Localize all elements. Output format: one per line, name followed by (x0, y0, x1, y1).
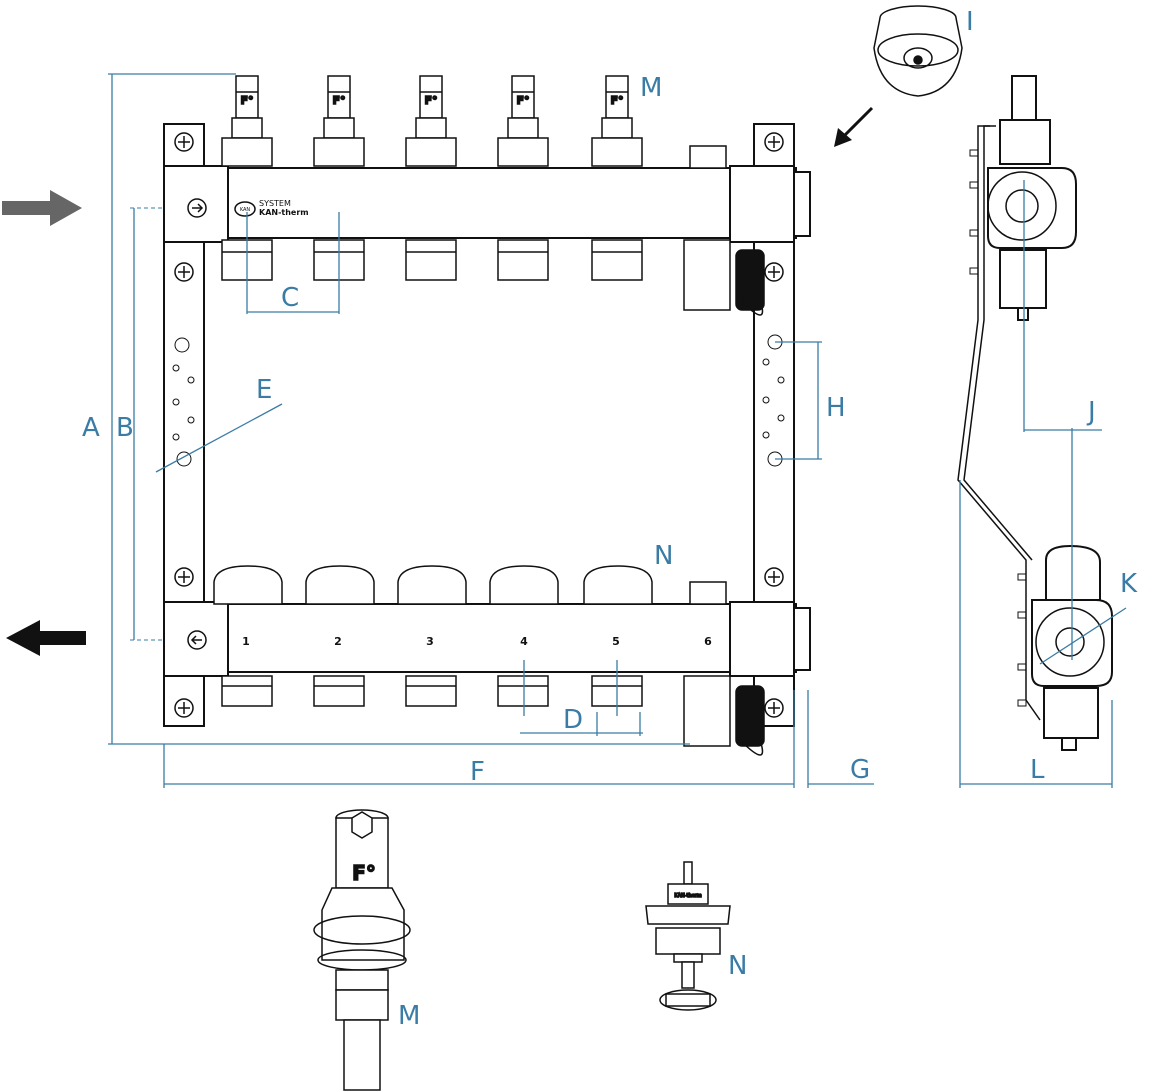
side-flowmeter (1011, 75, 1037, 121)
screw-icon (174, 132, 784, 718)
manifold-side-view (957, 75, 1113, 751)
return-bar (163, 603, 797, 673)
svg-text:F°: F° (424, 94, 437, 107)
label-j: J (1086, 397, 1096, 427)
supply-end-cap-left (163, 165, 229, 243)
return-end-cap-right (729, 601, 795, 677)
pointer-arrow-icon (834, 106, 874, 147)
flowmeter-5: F° (591, 75, 643, 167)
flow-direction-icon (187, 198, 207, 218)
plug-detail-i (873, 5, 963, 97)
air-vent-top (683, 145, 765, 316)
svg-text:SYSTEM: SYSTEM (259, 199, 291, 208)
label-m: M (640, 73, 662, 103)
label-n-detail: N (728, 951, 747, 981)
svg-text:5: 5 (612, 635, 620, 648)
air-vent-bottom (683, 581, 765, 756)
side-dimension-lines (959, 180, 1127, 788)
label-b: B (116, 413, 134, 443)
dimension-lines (108, 73, 874, 788)
flow-direction-icon (187, 630, 207, 650)
flowmeter-3: F° (405, 75, 457, 167)
brand-logo: KAN SYSTEM KAN-therm (234, 199, 309, 217)
supply-bar (163, 167, 797, 239)
svg-text:2: 2 (334, 635, 342, 648)
svg-text:6: 6 (704, 635, 712, 648)
label-k: K (1120, 569, 1138, 599)
inlet-arrow-icon (2, 190, 82, 226)
label-h: H (826, 393, 846, 423)
label-c: C (281, 283, 299, 313)
flowmeter-2: F° (313, 75, 365, 167)
dimension-labels: A B C D E F G H I J K L M N M N (82, 7, 1138, 1031)
outlet-arrow-icon (6, 620, 86, 656)
label-i: I (966, 7, 974, 37)
label-n: N (654, 541, 673, 571)
svg-text:4: 4 (520, 635, 528, 648)
label-g: G (850, 755, 870, 785)
svg-text:F°: F° (240, 94, 253, 107)
manifold-front-view: KAN SYSTEM KAN-therm 1 2 3 4 5 6 F° (163, 75, 811, 756)
label-l: L (1030, 755, 1045, 785)
svg-text:F°: F° (516, 94, 529, 107)
svg-text:F°: F° (332, 94, 345, 107)
valve-caps (213, 565, 653, 605)
svg-text:1: 1 (242, 635, 250, 648)
svg-text:KAN: KAN (240, 207, 251, 213)
flowmeter-1: F° (221, 75, 273, 167)
flowmeter-4: F° (497, 75, 549, 167)
svg-text:KAN-therm: KAN-therm (674, 893, 701, 899)
valve-insert-detail-n: KAN-therm (645, 861, 731, 1011)
label-d: D (563, 705, 583, 735)
label-m-detail: M (398, 1001, 420, 1031)
svg-text:F°: F° (610, 94, 623, 107)
svg-text:KAN-therm: KAN-therm (259, 208, 309, 217)
label-e: E (256, 375, 272, 405)
label-f: F (470, 757, 485, 787)
flowmeter-detail-m: F° (313, 809, 411, 1091)
svg-text:F°: F° (352, 861, 376, 885)
supply-outlets (221, 239, 643, 281)
svg-text:3: 3 (426, 635, 434, 648)
label-a: A (82, 413, 100, 443)
circuit-numbers: 1 2 3 4 5 6 (242, 635, 712, 648)
supply-end-cap-right (729, 165, 795, 243)
return-outlets (221, 675, 643, 707)
